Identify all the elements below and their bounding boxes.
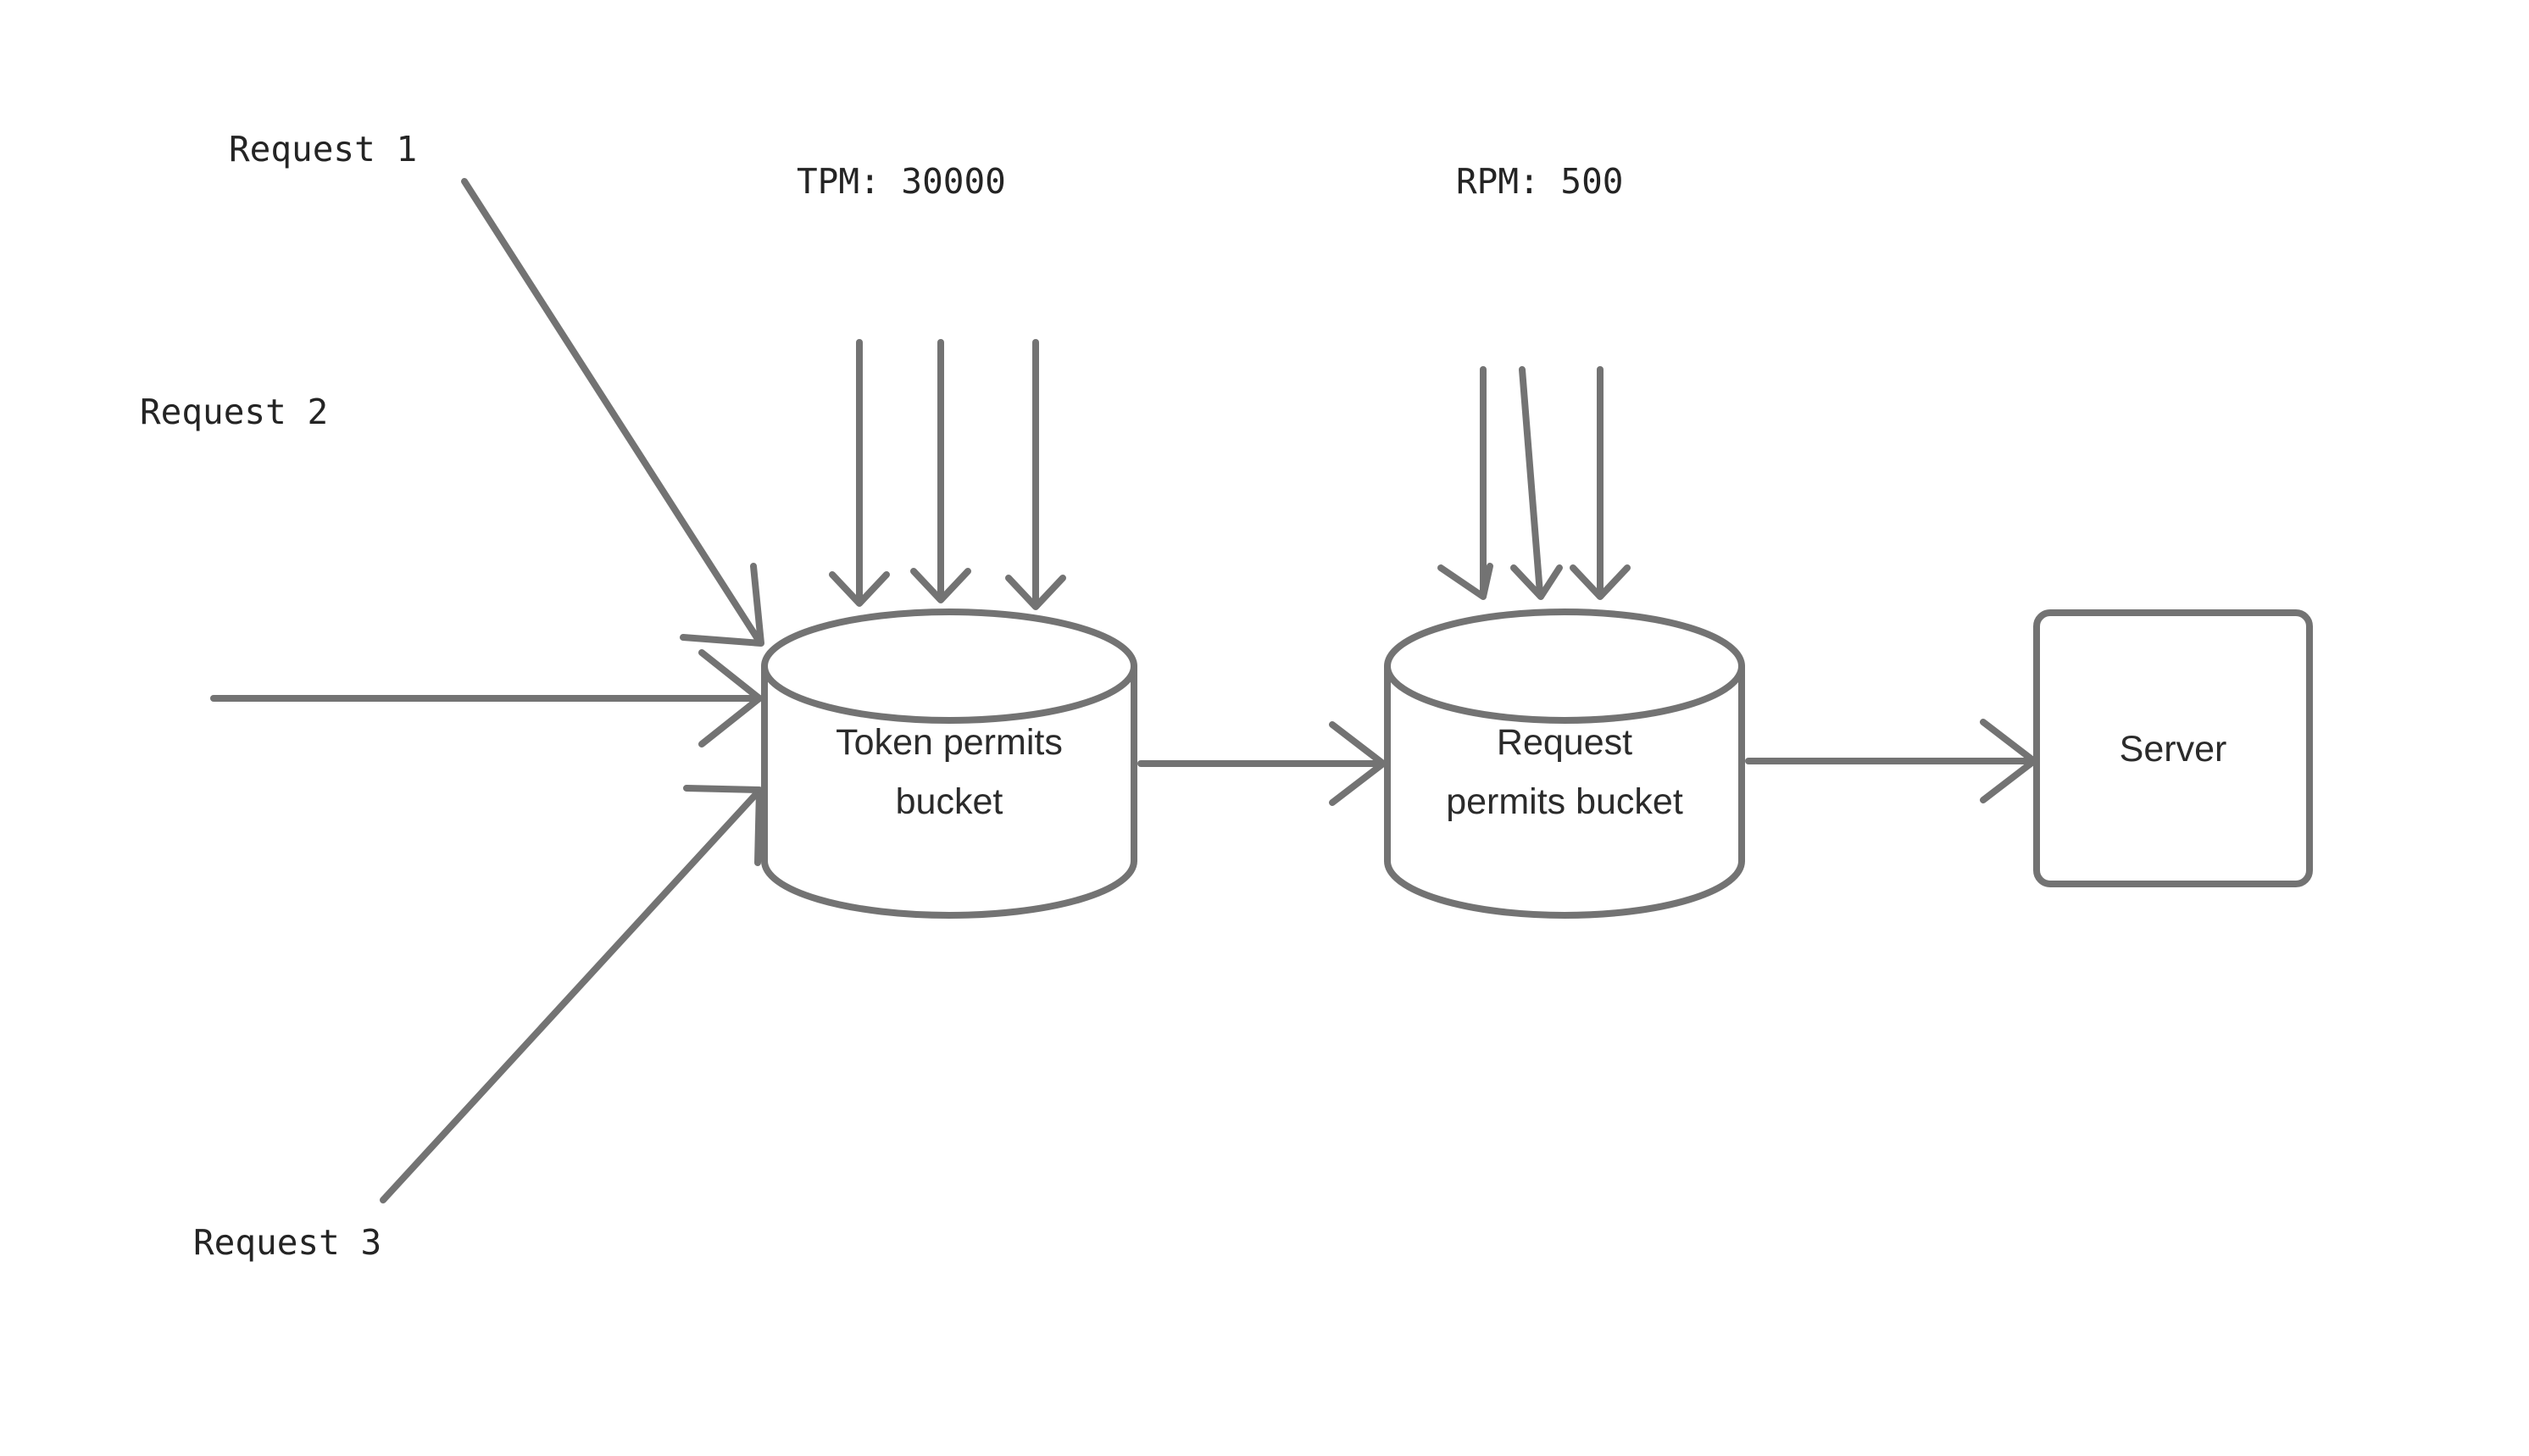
request-2-label: Request 2	[140, 392, 328, 432]
tpm-arrow-2-head	[910, 568, 971, 603]
request-permits-bucket-label-line-1: Request	[1497, 722, 1632, 763]
request-2-arrow-head	[698, 649, 763, 747]
request-1-arrow-shaft	[461, 178, 763, 645]
token-bucket-to-request-bucket-arrow	[1137, 721, 1387, 806]
rpm-feed-arrows	[1437, 366, 1631, 600]
token-permits-bucket-top	[761, 609, 1137, 724]
token-permits-bucket-label-line-2: bucket	[896, 781, 1003, 822]
request-2-arrow	[210, 649, 763, 747]
bucket-to-bucket-head	[1329, 721, 1387, 806]
request-1-label: Request 1	[229, 129, 417, 169]
rpm-limit-label: RPM: 500	[1456, 161, 1623, 202]
tpm-limit-label: TPM: 30000	[797, 161, 1006, 202]
tpm-arrow-1-head	[829, 571, 890, 607]
request-permits-bucket-label-line-2: permits bucket	[1446, 781, 1683, 822]
token-permits-bucket-body	[761, 663, 1137, 919]
server-label: Server	[2120, 729, 2227, 770]
tpm-feed-arrows	[829, 339, 1066, 610]
request-3-arrow-shaft	[380, 790, 760, 1203]
request-permits-bucket-body	[1384, 663, 1745, 919]
rpm-arrow-1-head	[1437, 563, 1493, 600]
token-permits-bucket-label-line-1: Token permits	[836, 722, 1063, 763]
tpm-arrow-3-head	[1005, 575, 1066, 610]
request-3-arrow	[380, 785, 763, 1203]
server-node[interactable]: Server	[2033, 609, 2313, 887]
request-1-arrow-head	[680, 563, 764, 647]
request-bucket-to-server-arrow	[1745, 719, 2037, 803]
server-box	[2033, 609, 2313, 887]
rpm-arrow-2-head	[1510, 564, 1563, 600]
request-permits-bucket-top	[1384, 609, 1745, 724]
request-3-label: Request 3	[193, 1222, 381, 1263]
rpm-arrow-2-shaft	[1519, 366, 1543, 597]
request-1-arrow	[461, 178, 764, 647]
request-permits-bucket-node[interactable]: Request permits bucket	[1384, 609, 1745, 919]
rpm-arrow-3-head	[1570, 564, 1631, 600]
token-permits-bucket-node[interactable]: Token permits bucket	[761, 609, 1137, 919]
request-3-arrow-head	[683, 785, 763, 866]
